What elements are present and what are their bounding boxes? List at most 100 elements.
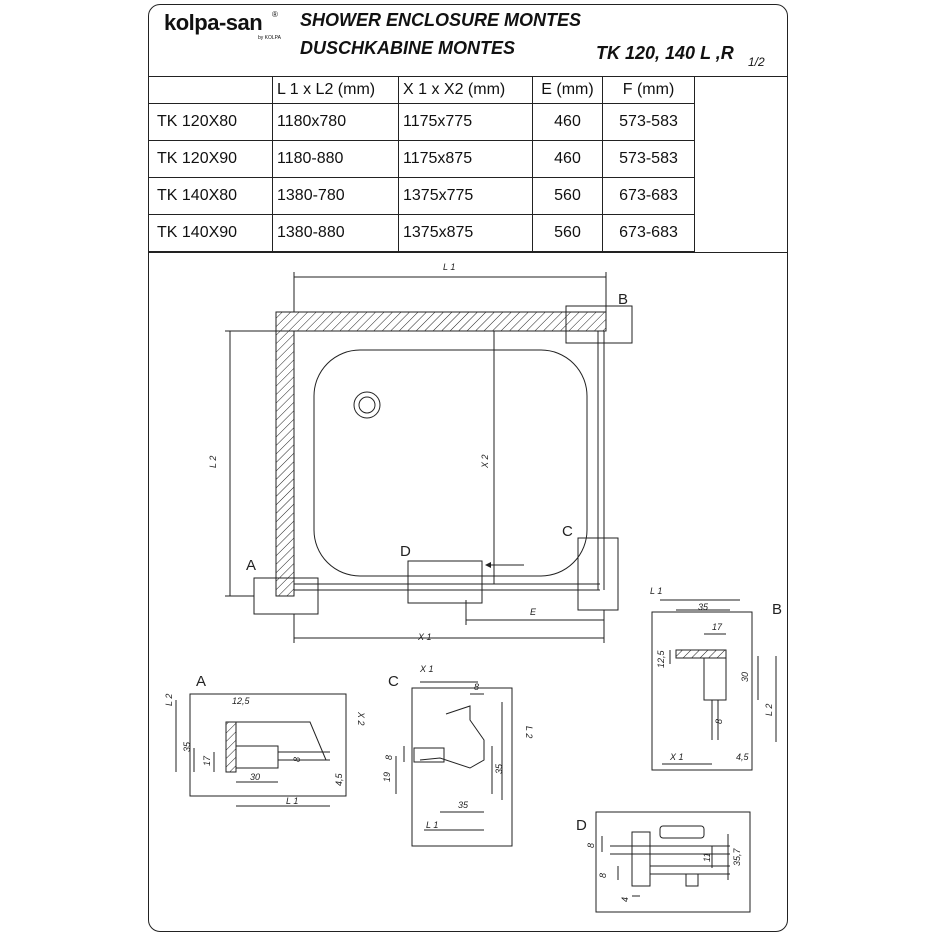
dim-text: 8 — [384, 755, 394, 760]
detail-a-labels: A L 2 12,5 X 2 35 17 8 30 4,5 L 1 — [164, 673, 366, 806]
dim-text: 17 — [202, 755, 212, 766]
dim-text: 8 — [474, 682, 479, 692]
label-x2: X 2 — [480, 454, 490, 469]
wall-top-hatched — [275, 311, 607, 332]
dim-text: L 2 — [524, 726, 534, 738]
table-cell: 673-683 — [602, 214, 695, 252]
dim-text: X 1 — [669, 752, 684, 762]
table-cell: 560 — [532, 214, 603, 252]
label-l1: L 1 — [443, 262, 455, 272]
drawing-sheet-frame — [148, 4, 788, 932]
detail-c — [395, 681, 513, 847]
dim-text: 8 — [598, 873, 608, 878]
table-row: TK 140X90 1380-880 1375x875 560 673-683 — [148, 214, 695, 252]
detail-c-title: C — [388, 673, 399, 690]
callout-box-d — [407, 560, 483, 604]
detail-b-wall — [675, 649, 727, 659]
table-cell: 1375x875 — [398, 214, 533, 252]
callout-box-b — [565, 305, 633, 344]
title-english: SHOWER ENCLOSURE MONTES — [300, 10, 582, 30]
detail-d-handle — [659, 825, 705, 839]
detail-b-labels: B L 1 35 17 12,5 30 8 L 2 X 1 4,5 — [650, 586, 782, 762]
table-cell: 673-683 — [602, 177, 695, 215]
callout-label-b: B — [618, 291, 628, 308]
dim-text: L 1 — [286, 796, 298, 806]
table-header-cell: F (mm) — [602, 76, 695, 104]
callout-label-c: C — [562, 523, 573, 540]
dim-text: 8 — [714, 719, 724, 724]
main-dim-labels: L 1 L 2 X 2 E X 1 — [208, 262, 537, 642]
dim-text: 8 — [292, 757, 302, 762]
dim-text: L 1 — [650, 586, 662, 596]
dim-text: X 1 — [419, 664, 434, 674]
dim-text: 19 — [382, 772, 392, 782]
label-e: E — [530, 607, 537, 617]
table-cell: 1180-880 — [272, 140, 399, 178]
table-cell: 1175x775 — [398, 103, 533, 141]
label-l2: L 2 — [208, 456, 218, 468]
dim-text: 4,5 — [736, 752, 750, 762]
drain-icon — [353, 391, 381, 419]
dim-text: 35 — [698, 602, 709, 612]
main-callout-labels: A B C D — [246, 291, 628, 574]
callout-box-c — [577, 537, 619, 611]
shower-tray — [313, 349, 588, 577]
detail-a-outline — [236, 721, 327, 761]
dimension-table: L 1 x L2 (mm) X 1 x X2 (mm) E (mm) F (mm… — [148, 76, 695, 252]
detail-a-wall — [225, 721, 237, 773]
dim-text: X 2 — [356, 711, 366, 726]
detail-a-title: A — [196, 673, 206, 690]
dim-text: 11 — [702, 853, 712, 862]
detail-c-profile — [419, 705, 485, 769]
brand-logo: kolpa-san — [164, 10, 263, 35]
detail-d-labels: D 8 11 35,7 8 4 — [576, 817, 742, 902]
model-fraction: 1/2 — [748, 55, 765, 69]
title-german: DUSCHKABINE MONTES — [300, 38, 516, 58]
detail-d-profile — [631, 831, 651, 887]
detail-d-title: D — [576, 817, 587, 834]
wall-left-hatched — [275, 330, 295, 597]
dim-text: 12,5 — [656, 649, 666, 668]
table-cell: TK 140X80 — [148, 177, 273, 215]
callout-label-a: A — [246, 557, 256, 574]
detail-b-title: B — [772, 601, 782, 618]
dim-text: 35,7 — [732, 847, 742, 866]
brand-logo-sub: by KOLPA — [258, 35, 281, 41]
dim-text: 35 — [494, 763, 504, 774]
detail-d-frame — [595, 811, 751, 913]
detail-d-roller — [685, 873, 699, 887]
detail-a — [175, 693, 347, 807]
dim-text: 4 — [620, 897, 630, 902]
detail-b — [651, 599, 777, 771]
detail-c-glass — [413, 747, 445, 763]
trademark-mark: ® — [272, 10, 278, 19]
dim-text: 30 — [740, 672, 750, 682]
dim-text: 35 — [182, 741, 192, 752]
table-cell: 1380-880 — [272, 214, 399, 252]
dim-text: 4,5 — [334, 772, 344, 786]
table-row: TK 120X80 1180x780 1175x775 460 573-583 — [148, 103, 695, 141]
table-cell: 460 — [532, 140, 603, 178]
dim-text: L 2 — [764, 704, 774, 716]
table-header-row: L 1 x L2 (mm) X 1 x X2 (mm) E (mm) F (mm… — [148, 76, 695, 104]
table-cell: 573-583 — [602, 140, 695, 178]
table-cell: TK 140X90 — [148, 214, 273, 252]
dim-text: 30 — [250, 772, 260, 782]
table-row: TK 120X90 1180-880 1175x875 460 573-583 — [148, 140, 695, 178]
table-bottom-divider — [148, 252, 788, 253]
detail-c-frame — [411, 687, 513, 847]
dim-text: 8 — [586, 843, 596, 848]
dim-text: 35 — [458, 800, 469, 810]
detail-c-labels: C X 1 8 L 2 8 19 35 35 L 1 — [382, 664, 534, 830]
table-cell: 460 — [532, 103, 603, 141]
table-cell: 1375x775 — [398, 177, 533, 215]
drain-inner-icon — [358, 396, 376, 414]
dim-text: 17 — [712, 622, 723, 632]
detail-b-profile — [703, 657, 727, 701]
detail-d — [595, 811, 751, 913]
label-x1: X 1 — [417, 632, 432, 642]
table-cell: TK 120X80 — [148, 103, 273, 141]
dim-text: 12,5 — [232, 696, 251, 706]
table-cell: 1380-780 — [272, 177, 399, 215]
